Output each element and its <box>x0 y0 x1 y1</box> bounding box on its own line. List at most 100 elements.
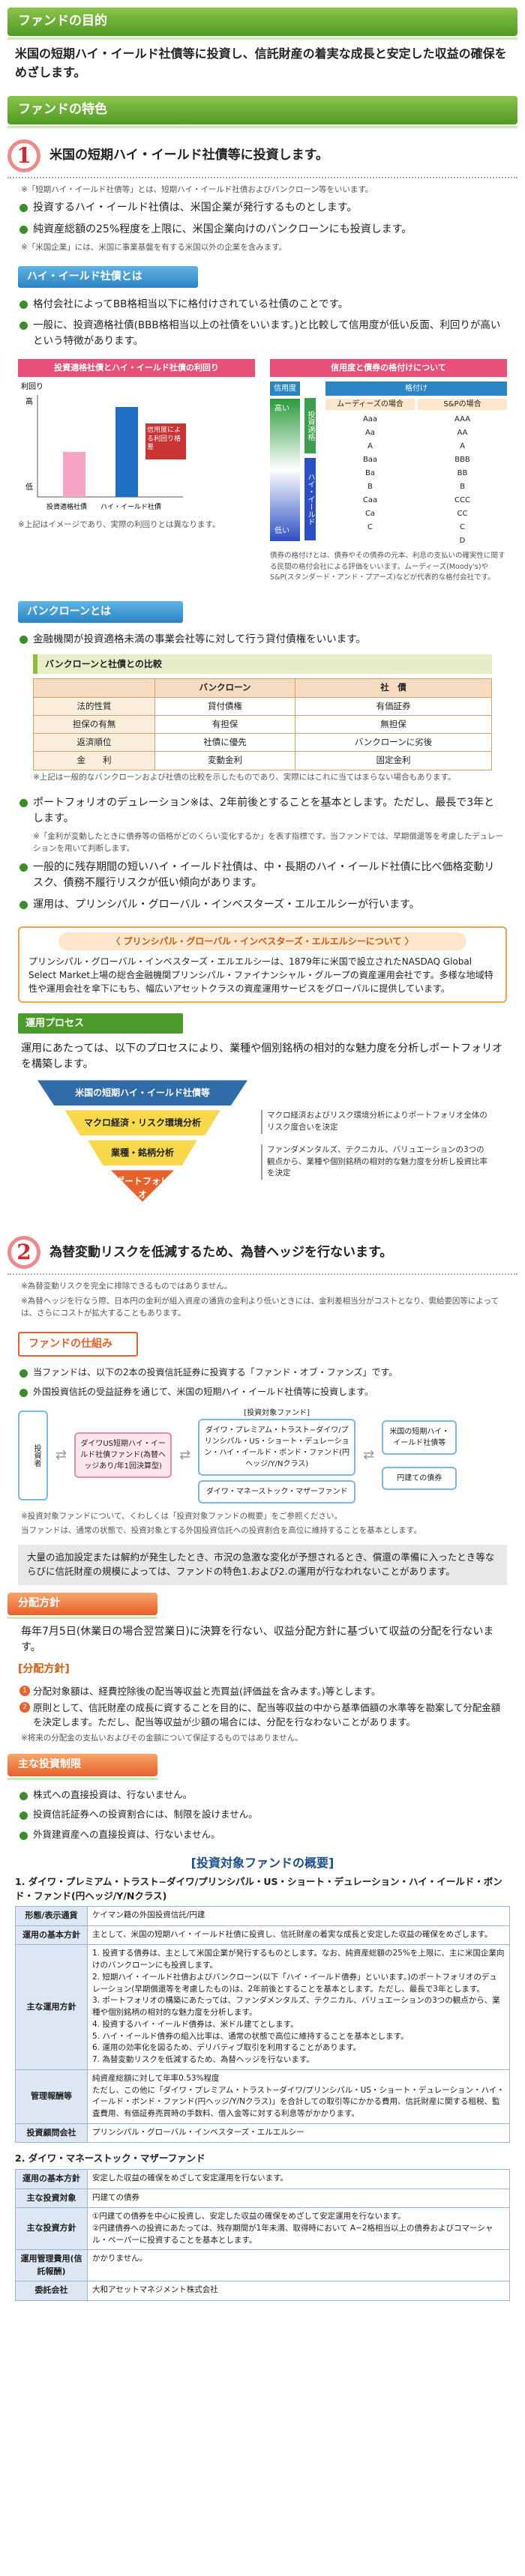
step-2: マクロ経済・リスク環境分析 <box>64 1110 220 1136</box>
fund-box: ダイワUS短期ハイ・イールド社債ファンド(為替ヘッジあり/年1回決算型) <box>74 1432 172 1479</box>
row-header: 管理報酬等 <box>15 2069 88 2124</box>
col-label: 信用度 <box>270 381 300 396</box>
bullet: 投資するハイ・イールド社債は、米国企業が発行するものとします。 <box>8 197 518 219</box>
overview-title: [投資対象ファンドの概要] <box>190 1855 334 1870</box>
bullet: 当ファンドは、以下の2本の投資信託証券に投資する「ファンド・オブ・ファンズ」です… <box>8 1363 518 1382</box>
rating-cell: A <box>460 442 465 451</box>
rating-cell: A <box>368 442 373 451</box>
rating-cell: AA <box>457 429 468 438</box>
row-value: 安定した収益の確保をめざして安定運用を行ないます。 <box>87 2169 510 2189</box>
bullet: 格付会社によってBB格相当以下に格付けされている社債のことです。 <box>8 294 518 315</box>
bullet: 純資産総額の25%程度を上限に、米国企業向けのバンクローンにも投資します。 <box>8 219 518 241</box>
principal-text: プリンシパル・グローバル・インベスターズ・エルエルシーは、1879年に米国で設立… <box>28 956 494 994</box>
yen-box: 円建ての債券 <box>382 1467 458 1491</box>
bullet: 株式への直接投資は、行ないません。 <box>8 1785 518 1806</box>
rating-cell: CC <box>457 510 468 519</box>
th: 社 債 <box>294 678 493 698</box>
process-text: 運用にあたっては、以下のプロセスにより、業種や個別銘柄の相対的な魅力度を分析しポ… <box>21 1043 503 1071</box>
bullet: 投資信託証券への投資割合には、制限を設けません。 <box>8 1805 518 1825</box>
table-row: 主な投資対象円建ての債券 <box>15 2188 510 2209</box>
rating-cell: B <box>368 483 373 492</box>
dist-title: 分配方針 <box>8 1592 158 1619</box>
row-value: 純資産総額に対して年率0.53%程度 ただし、この他に「ダイワ・プレミアム・トラ… <box>87 2069 510 2124</box>
annotation: 信用度による利回り格差 <box>147 426 182 452</box>
cell: 固定金利 <box>294 751 493 770</box>
table-note: ※上記は一般的なバンクローンおよび社債の比較を示したものであり、実際にはこれに当… <box>33 772 456 782</box>
rating-cell: BB <box>457 469 468 478</box>
annotation-box <box>146 423 186 460</box>
note: ※投資対象ファンドについて、くわしくは「投資対象ファンドの概要」をご参照ください… <box>21 1511 342 1521</box>
row-value: かかりません。 <box>87 2249 510 2282</box>
table-row: 担保の有無有担保無担保 <box>33 714 493 735</box>
scheme-diagram: 投資者 ⇄ ダイワUS短期ハイ・イールド社債ファンド(為替ヘッジあり/年1回決算… <box>18 1408 507 1503</box>
table-row: 金 利変動金利固定金利 <box>33 751 493 770</box>
limits-title: 主な投資制限 <box>8 1753 158 1780</box>
table-row: 運用の基本方針主として、米国の短期ハイ・イールド社債に投資し、信託財産の着実な成… <box>15 1925 510 1946</box>
risk-box: 大量の追加設定または解約が発生したとき、市況の急激な変化が予想されるとき、償還の… <box>18 1545 507 1585</box>
ig-label: 投資適格 <box>304 398 316 454</box>
rating-note: 債券の格付けとは、債券やその債券の元本、利息の支払いの確実性に関する民間の格付会… <box>270 552 506 582</box>
feature-1-title: 米国の短期ハイ・イールド社債等に投資します。 <box>50 147 328 163</box>
chart-title: 投資適格社債とハイ・イールド社債の利回り <box>18 358 255 378</box>
fund-b-box: ダイワ・マネーストック・マザーファンド <box>198 1479 356 1503</box>
row-header: 主な投資方針 <box>15 2207 88 2251</box>
step-3-desc: ファンダメンタルズ、テクニカル、バリュエーションの3つの観点から、業種や個別銘柄… <box>261 1144 488 1180</box>
principal-box: 〈 プリンシパル・グローバル・インベスターズ・エルエルシーについて 〉 プリンシ… <box>18 926 507 1003</box>
rating-cell: B <box>460 483 465 492</box>
cell: 担保の有無 <box>33 714 155 735</box>
row-value: 大和アセットマネジメント株式会社 <box>87 2281 510 2301</box>
feature-2-title: 為替変動リスクを低減するため、為替ヘッジを行ないます。 <box>50 1244 393 1260</box>
sp-label: S&Pの場合 <box>418 399 507 411</box>
ylabel: 利回り <box>21 382 44 391</box>
dist-text: 毎年7月5日(休業日の場合翌営業日)に決算を行ない、収益分配方針に基づいて収益の… <box>21 1625 494 1653</box>
moodys-label: ムーディーズの場合 <box>326 399 415 411</box>
principal-title: 〈 プリンシパル・グローバル・インベスターズ・エルエルシーについて 〉 <box>58 932 466 950</box>
process-title: 運用プロセス <box>18 1013 183 1034</box>
scheme-title: ファンドの仕組み <box>18 1331 138 1357</box>
bullet: 運用は、プリンシパル・グローバル・インベスターズ・エルエルシーが行います。 <box>8 894 518 916</box>
feature-1-note: ※「短期ハイ・イールド社債等」とは、短期ハイ・イールド社債およびバンクローン等を… <box>21 184 374 194</box>
rating-cell: Baa <box>362 456 378 465</box>
bullet: 一般に、投資適格社債(BBB格相当以上の社債をいいます。)と比較して信用度が低い… <box>8 315 518 352</box>
cell: 変動金利 <box>154 751 296 770</box>
bullet: 金融機関が投資適格未満の事業会社等に対して行う貸付債権をいいます。 <box>8 629 518 650</box>
rating-title: 信用度と債券の格付けについて <box>270 358 507 378</box>
chart-note: ※上記はイメージであり、実際の利回りとは異なります。 <box>18 520 220 530</box>
row-value: プリンシパル・グローバル・インベスターズ・エルエルシー <box>87 2123 510 2144</box>
cell: バンクローンに劣後 <box>294 733 493 752</box>
fund-a-box: ダイワ・プレミアム・トラスト−ダイワ/プリンシパル・US・ショート・デュレーショ… <box>198 1418 356 1476</box>
table-row: 投資顧問会社プリンシパル・グローバル・インベスターズ・エルエルシー <box>15 2123 510 2144</box>
investor-box: 投資者 <box>18 1410 48 1500</box>
overview-sub-2: 2. ダイワ・マネーストック・マザーファンド <box>15 2153 206 2165</box>
rating-cell: Caa <box>362 496 378 505</box>
overview-table-1: 形態/表示通貨ケイマン籍の外国投資信託/円建運用の基本方針主として、米国の短期ハ… <box>15 1906 510 2144</box>
th: バンクローン <box>154 678 296 698</box>
rating-cell: Aaa <box>362 415 378 424</box>
cell: 無担保 <box>294 714 493 735</box>
category-label: 投資適格社債 <box>46 502 87 511</box>
note: ※「金利が変動したときに債券等の価格がどのくらい変化するか」を表す指標です。当フ… <box>33 832 504 854</box>
th <box>33 678 155 698</box>
row-value: ①円建ての債券を中心に投資し、安定した収益の確保をめざして安定運用を行ないます。… <box>87 2207 510 2251</box>
purpose-text: 米国の短期ハイ・イールド社債等に投資し、信託財産の着実な成長と安定した収益の確保… <box>15 46 507 79</box>
bar-investment-grade <box>63 452 86 498</box>
row-value: 主として、米国の短期ハイ・イールド社債に投資し、信託財産の着実な成長と安定した収… <box>87 1925 510 1946</box>
row-header: 委託会社 <box>15 2281 88 2301</box>
row-header: 運用の基本方針 <box>15 1925 88 1946</box>
table-row: 委託会社大和アセットマネジメント株式会社 <box>15 2281 510 2301</box>
table-row: 形態/表示通貨ケイマン籍の外国投資信託/円建 <box>15 1906 510 1926</box>
yield-bar-chart: 投資適格社債とハイ・イールド社債の利回り 利回り 高 低 投資適格社債 ハイ・イ… <box>18 358 255 583</box>
row-header: 投資顧問会社 <box>15 2123 88 2144</box>
hy-title: ハイ・イールド社債とは <box>18 266 198 289</box>
feature-2-heading: 2 為替変動リスクを低減するため、為替ヘッジを行ないます。 <box>8 1236 518 1276</box>
rating-panel: 信用度と債券の格付けについて 信用度 高い 低い 投資適格 ハイ・イールド 格付… <box>270 358 507 583</box>
inv-funds-label: [投資対象ファンド] <box>244 1408 310 1417</box>
bullet: 外貨建資産への直接投資は、行ないません。 <box>8 1825 518 1845</box>
low-label: 低い <box>274 527 290 536</box>
row-value: ケイマン籍の外国投資信託/円建 <box>87 1906 510 1926</box>
table-row: 法的性質貸付債権有価証券 <box>33 696 493 716</box>
